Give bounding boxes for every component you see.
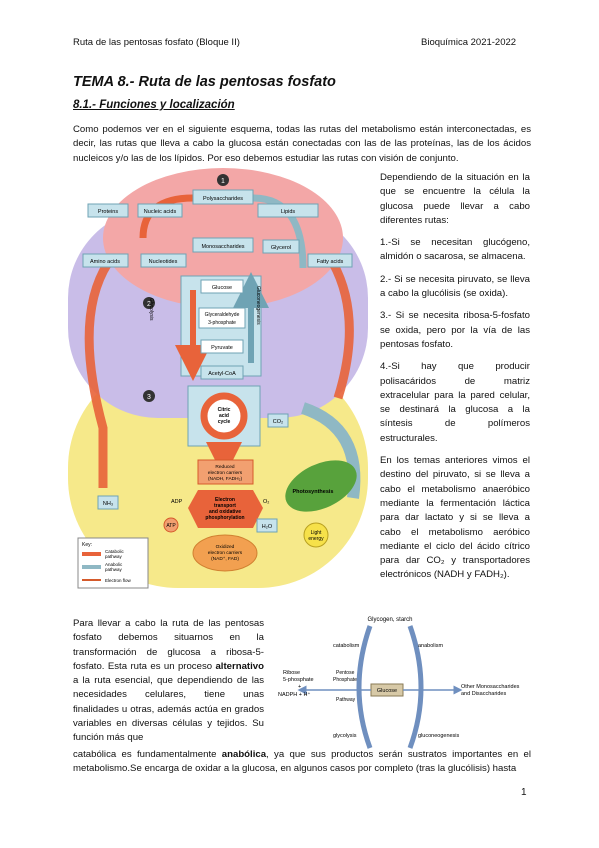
right-paragraph-4: 3.- Si se necesita ribosa-5-fosfato se o… <box>380 310 530 350</box>
label-g3p-2: 3-phosphate <box>208 320 236 326</box>
bottom-left-text-b: a la ruta esencial, que dependiendo de l… <box>73 675 264 744</box>
right-paragraph-2: 1.-Si se necesitan glucógeno, almidón o … <box>380 237 530 263</box>
label-oxidized-3: (NAD⁺, FAD) <box>211 556 239 562</box>
bottom-full-paragraph: catabólica es fundamentalmente anabólica… <box>73 748 531 777</box>
right-column: Dependiendo de la situación en la que se… <box>380 171 530 591</box>
label-ribose-1: Ribose <box>283 670 300 676</box>
label-other-2: and Disaccharides <box>461 691 506 697</box>
label-ribose-4: NADPH + H⁺ <box>278 691 310 698</box>
label-photosynthesis: Photosynthesis <box>293 489 334 495</box>
metabolism-overview-diagram: 1 Polysaccharides Proteins Nucleic acids… <box>68 168 368 589</box>
key-anabolic-1: Anabolic <box>105 562 123 567</box>
key-title: Key: <box>82 542 92 548</box>
label-glycolysis: Glycolysis <box>148 298 154 321</box>
key-catabolic-1: Catabolic <box>105 549 125 554</box>
running-header-right: Bioquímica 2021-2022 <box>421 37 517 48</box>
label-glycerol: Glycerol <box>271 245 291 251</box>
label-catabolism: catabolism <box>333 643 360 649</box>
label-nh3: NH₃ <box>103 501 113 507</box>
label-fatty-acids: Fatty acids <box>317 259 344 265</box>
label-proteins: Proteins <box>98 209 118 215</box>
label-monosaccharides: Monosaccharides <box>201 244 244 250</box>
label-ppp-1: Pentose <box>336 670 355 676</box>
label-reduced-2: electron carriers <box>208 470 243 476</box>
intro-paragraph: Como podemos ver en el siguiente esquema… <box>73 124 531 164</box>
circle-label-2: 2 <box>147 301 151 308</box>
label-oxidized-2: electron carriers <box>208 550 243 556</box>
label-citric-3: cycle <box>218 419 231 425</box>
page-number: 1 <box>521 787 527 798</box>
bottom-full-text-a: catabólica es fundamentalmente <box>73 749 222 760</box>
key-catabolic-2: pathway <box>105 554 123 559</box>
label-gluconeogenesis-2: gluconeogenesis <box>418 733 460 739</box>
label-light-2: energy <box>308 536 324 542</box>
key-electron-flow: Electron flow <box>105 578 132 583</box>
label-pyruvate: Pyruvate <box>211 345 233 351</box>
label-reduced-3: (NADH, FADH₂) <box>208 476 243 482</box>
label-polysaccharides: Polysaccharides <box>203 196 243 202</box>
glucose-fates-diagram: Glycogen, starch catabolism anabolism Gl… <box>278 617 520 749</box>
label-citric-2: acid <box>219 413 229 419</box>
label-other-1: Other Monosaccharides <box>461 684 520 690</box>
label-amino-acids: Amino acids <box>90 259 120 265</box>
label-lipids: Lipids <box>281 209 296 215</box>
label-citric-1: Citric <box>218 407 231 413</box>
page-title: TEMA 8.- Ruta de las pentosas fosfato <box>73 74 336 90</box>
label-atp: ATP <box>166 523 176 529</box>
right-paragraph-6: En los temas anteriores vimos el destino… <box>380 455 530 581</box>
label-etc-3: and oxidative <box>209 509 241 515</box>
label-etc-4: phosphorylation <box>205 515 244 521</box>
label-reduced-1: Reduced <box>215 464 235 470</box>
label-nucleotides: Nucleotides <box>149 259 178 265</box>
label-gluconeogenesis: Gluconeogenesis <box>255 286 261 325</box>
label-etc-1: Electron <box>215 497 235 503</box>
bottom-full-text-b: , ya que sus productos serán sustratos i… <box>73 749 532 775</box>
label-oxidized-1: Oxidized <box>216 544 235 550</box>
label-glycogen: Glycogen, starch <box>367 617 412 623</box>
label-co2: CO₂ <box>273 419 283 425</box>
right-paragraph-5: 4.-Si hay que producir polisacáridos de … <box>380 361 530 444</box>
running-header-left: Ruta de las pentosas fosfato (Bloque II) <box>73 37 240 48</box>
right-paragraph-3: 2.- Si se necesita piruvato, se lleva a … <box>380 273 530 300</box>
label-acetyl-coa: Acetyl-CoA <box>208 371 236 377</box>
label-ribose-2: 5-phosphate <box>283 677 314 683</box>
right-paragraph-1: Dependiendo de la situación en la que se… <box>380 172 530 226</box>
label-adp: ADP <box>171 499 183 505</box>
label-h2o: H₂O <box>262 524 273 530</box>
bottom-left-bold: alternativo <box>215 660 264 672</box>
label-ppp-2: Phosphate <box>333 677 357 683</box>
label-glucose: Glucose <box>212 285 232 291</box>
key-anabolic-2: pathway <box>105 567 123 572</box>
circle-label-3: 3 <box>147 394 151 401</box>
bottom-left-paragraph: Para llevar a cabo la ruta de las pentos… <box>73 617 264 746</box>
label-ribose-3: + <box>298 684 301 690</box>
label-glucose-center: Glucose <box>377 688 397 694</box>
circle-label-1: 1 <box>221 178 225 185</box>
section-heading: 8.1.- Funciones y localización <box>73 99 235 111</box>
label-light-1: Light <box>311 530 322 536</box>
label-g3p-1: Glyceraldehyde <box>205 312 240 318</box>
bottom-left-text-a: Para llevar a cabo la ruta de las pentos… <box>73 618 264 672</box>
label-etc-2: transport <box>214 503 236 509</box>
label-anabolism: anabolism <box>418 643 443 649</box>
label-o2: O₂ <box>263 499 269 505</box>
bottom-full-bold: anabólica <box>221 749 267 760</box>
label-ppp-3: Pathway <box>336 697 356 703</box>
label-nucleic-acids: Nucleic acids <box>144 209 177 215</box>
label-glycolysis-2: glycolysis <box>333 733 357 739</box>
